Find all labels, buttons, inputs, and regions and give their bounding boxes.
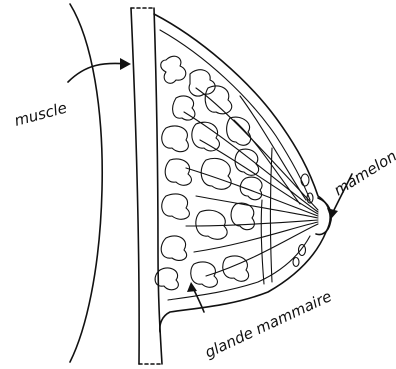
- muscle-inner-line: [154, 8, 162, 364]
- areola-bump: [301, 174, 309, 186]
- muscle-outer-line: [131, 8, 139, 364]
- gland-label: glande mammaire: [202, 287, 334, 362]
- areola-boundary: [271, 148, 273, 282]
- areola-bump: [299, 245, 306, 256]
- chest-wall-curve: [70, 4, 102, 362]
- nipple-label: mamelon: [331, 147, 396, 200]
- muscle-label: muscle: [12, 99, 68, 130]
- areola-bump: [293, 258, 299, 267]
- areola-boundary: [261, 200, 264, 284]
- gland-lobules: [155, 56, 262, 290]
- muscle-arrow: [68, 58, 131, 82]
